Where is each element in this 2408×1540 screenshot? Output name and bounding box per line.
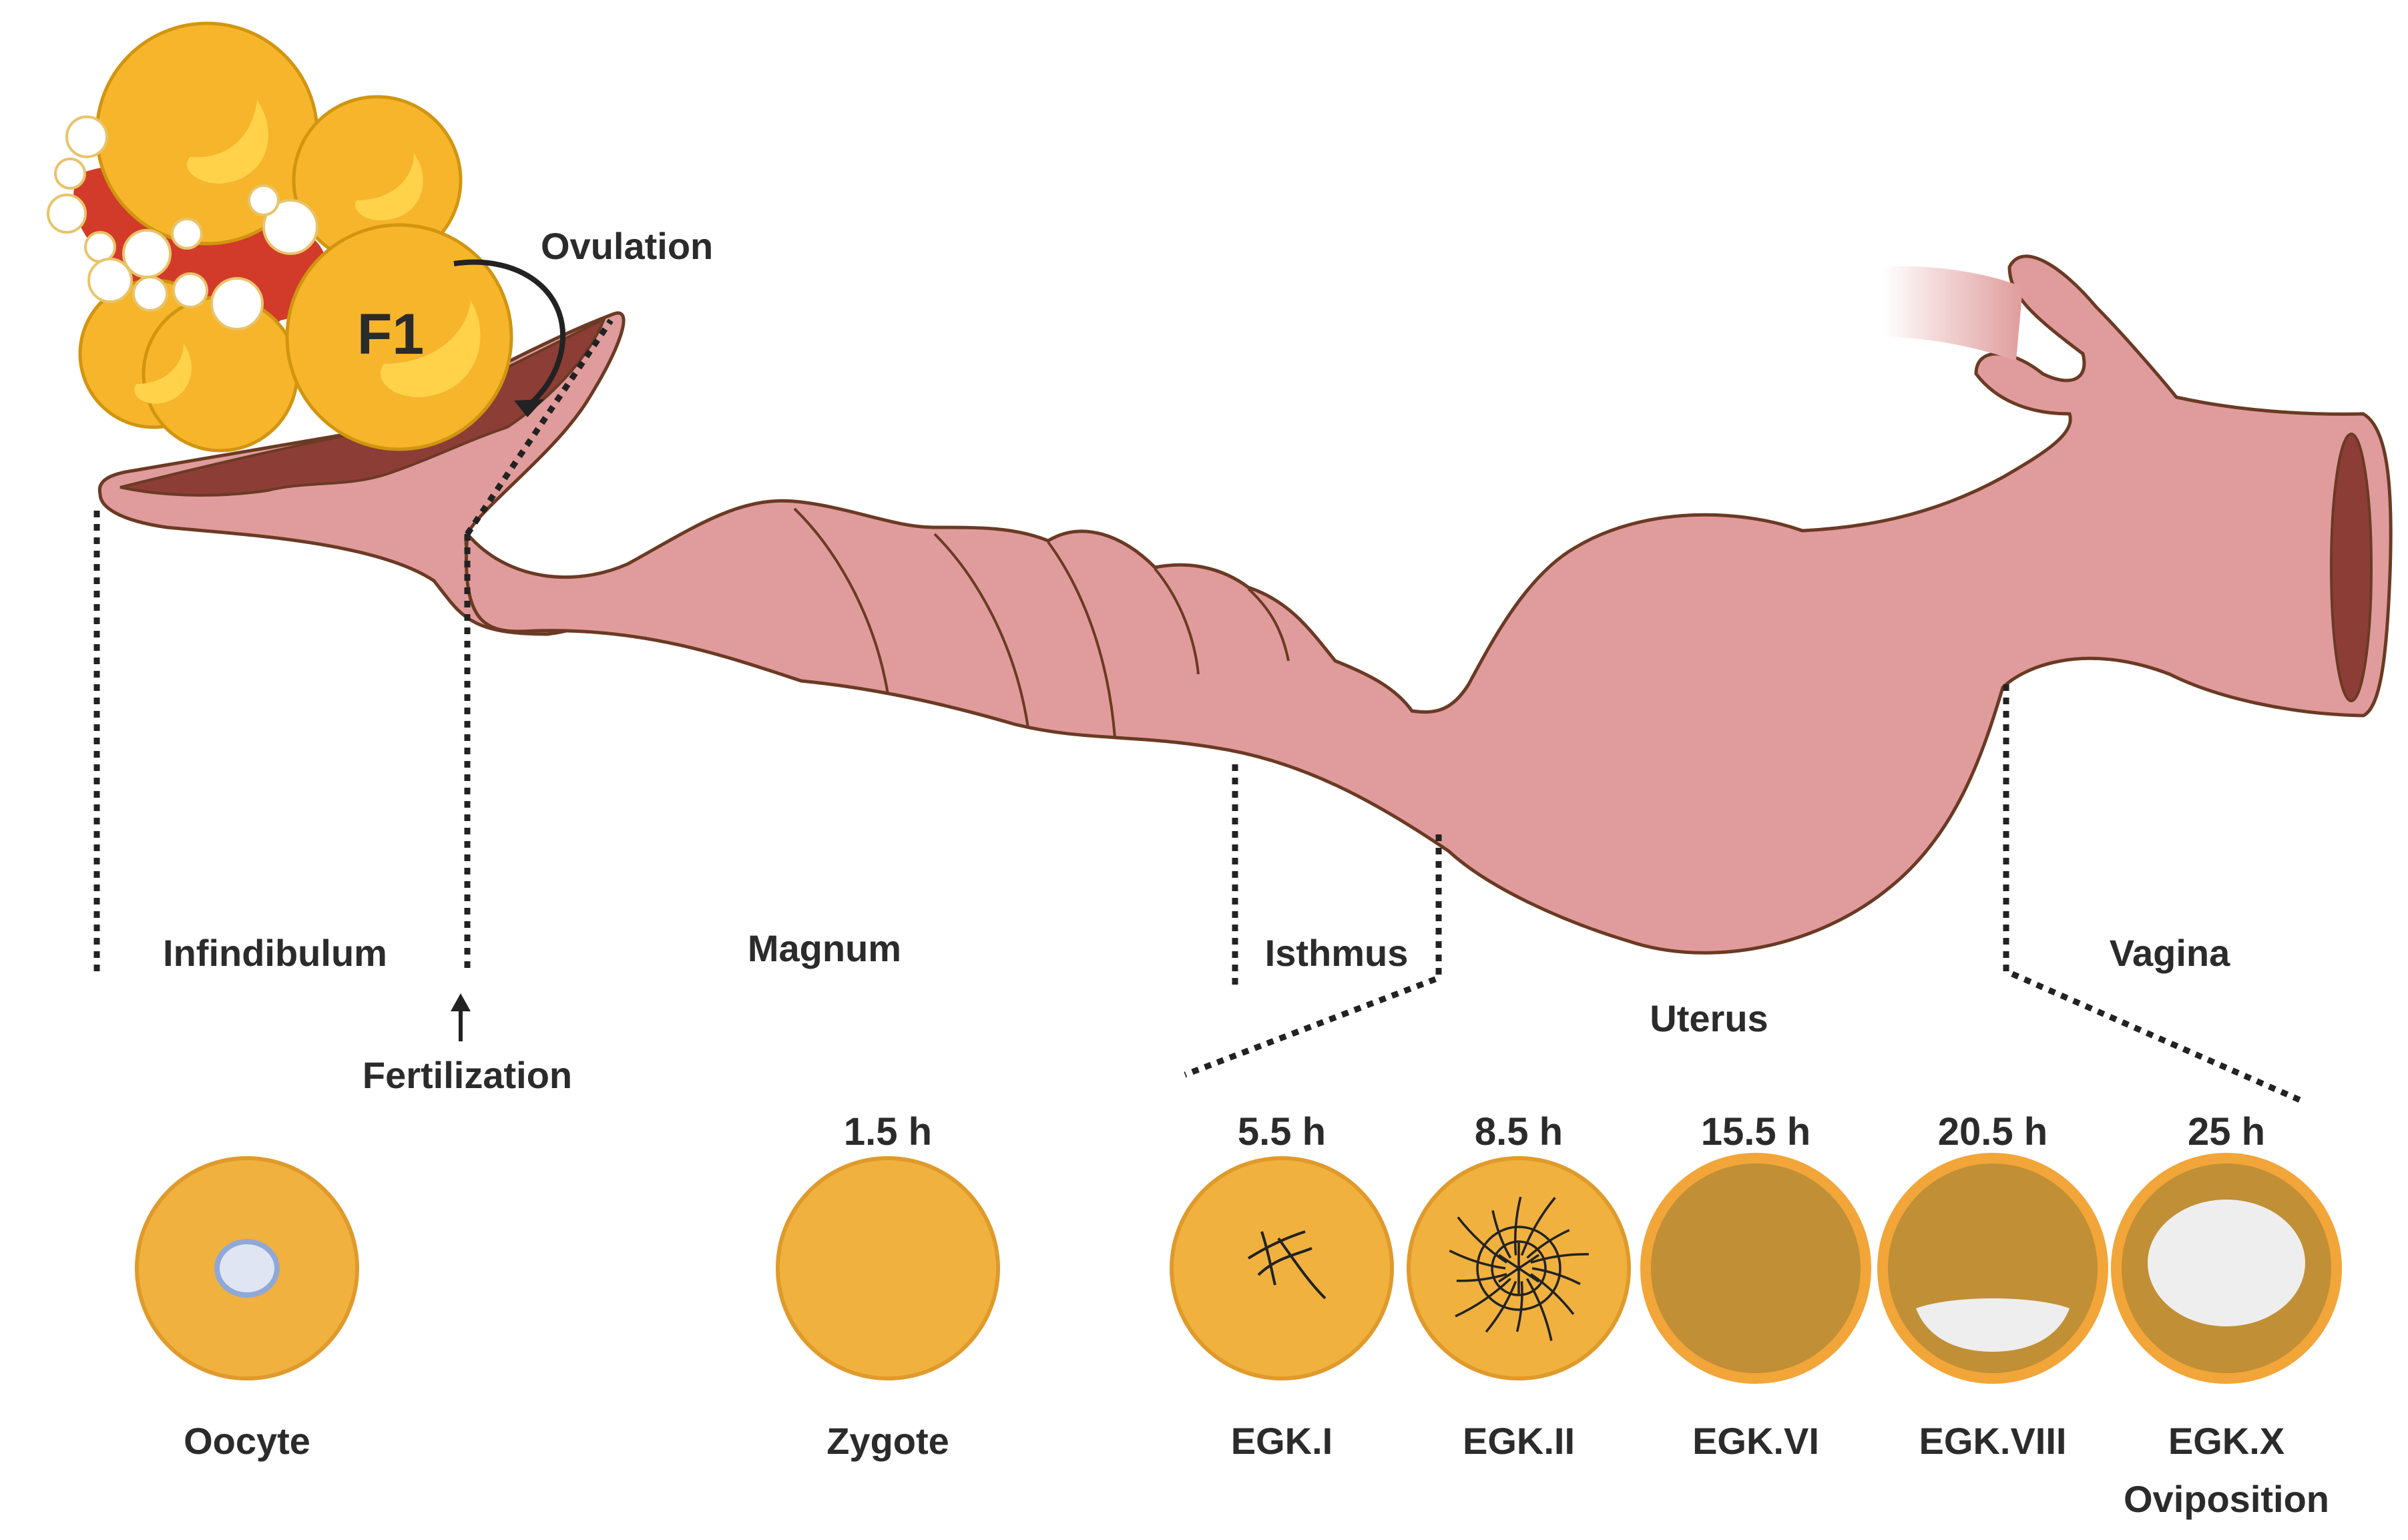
stage-label: EGK.VIII [1919, 1420, 2067, 1462]
twist-line-5 [1247, 587, 1290, 662]
small-follicle [54, 158, 86, 190]
egg-egk6 [1640, 1153, 1871, 1384]
ovulation-arrow [453, 259, 566, 417]
marker-uterus-vagina [2003, 684, 2305, 1105]
stage-time: 15.5 h [1701, 1110, 1811, 1153]
egg-egk1 [1170, 1156, 1394, 1380]
small-follicle [248, 184, 280, 216]
stage-label: Oocyte [184, 1420, 310, 1462]
fertilization-arrow [451, 993, 471, 1041]
small-follicle [84, 231, 116, 263]
cleavage-furrows [1449, 1196, 1589, 1341]
stage-egk2: 8.5 h EGK.II [1407, 1110, 1631, 1462]
stage-time: 1.5 h [844, 1110, 932, 1153]
cleavage-furrows [1247, 1230, 1327, 1300]
vagina-opening [2330, 433, 2373, 702]
stage-sublabel: Oviposition [2124, 1478, 2329, 1520]
stage-egk6: 15.5 h EGK.VI [1640, 1110, 1871, 1462]
small-follicle [262, 199, 318, 255]
oviduct-tube [465, 254, 2393, 955]
marker-isthmus-uterus [1184, 834, 1442, 1078]
small-follicle [87, 258, 133, 303]
stage-zygote: 1.5 h Zygote [776, 1110, 1000, 1462]
small-follicle [172, 272, 208, 308]
small-follicle [132, 276, 168, 312]
small-follicle [122, 229, 172, 278]
stage-oocyte: Oocyte [135, 1156, 359, 1462]
twist-line-2 [933, 533, 1029, 728]
stage-time: 5.5 h [1238, 1110, 1326, 1153]
stage-time: 25 h [2188, 1110, 2265, 1153]
twist-line-3 [1047, 541, 1116, 738]
follicle-f1-label: F1 [357, 302, 424, 366]
duct-fade [1883, 266, 2023, 360]
ovulation-label: Ovulation [541, 225, 713, 267]
follicle-f1 [285, 223, 513, 451]
oviduct [97, 254, 2393, 955]
fertilization-label: Fertilization [363, 1054, 572, 1096]
blastoderm [1916, 1298, 2070, 1352]
egg-zygote [776, 1156, 1000, 1380]
region-label-infundibulum: Infindibulum [163, 932, 387, 974]
follicle-highlight-2 [354, 154, 423, 220]
stage-egk10: 25 h EGK.X Oviposition [2111, 1110, 2342, 1520]
region-label-vagina: Vagina [2110, 932, 2230, 974]
infundibulum-lip [119, 316, 607, 497]
ovary: F1 [47, 21, 513, 453]
region-markers [93, 318, 2305, 1105]
follicle-highlight-3 [134, 344, 192, 404]
follicle-highlight-1 [187, 100, 268, 184]
stage-label: EGK.VI [1692, 1420, 1819, 1462]
region-label-magnum: Magnum [748, 927, 901, 969]
small-follicle [210, 277, 264, 330]
stage-egk8: 20.5 h EGK.VIII [1877, 1110, 2108, 1462]
embryo-stages: Oocyte 1.5 h Zygote 5.5 h EGK.I 8.5 h EGK.II 15… [135, 1110, 2342, 1520]
blastoderm [2148, 1200, 2305, 1326]
stage-time: 20.5 h [1938, 1110, 2048, 1153]
stage-time: 8.5 h [1475, 1110, 1563, 1153]
twist-line-1 [793, 507, 889, 695]
small-follicle [171, 218, 203, 250]
small-follicle [65, 115, 108, 158]
stage-egk1: 5.5 h EGK.I [1170, 1110, 1394, 1462]
marker-funnel-edge [465, 318, 614, 536]
follicle-highlight-4 [381, 300, 481, 397]
stage-label: EGK.X [2168, 1420, 2284, 1462]
twist-line-4 [1154, 567, 1200, 675]
region-label-uterus: Uterus [1650, 997, 1768, 1039]
stage-label: Zygote [826, 1420, 949, 1462]
germinal-disc [214, 1239, 280, 1298]
stage-label: EGK.I [1231, 1420, 1333, 1462]
region-label-isthmus: Isthmus [1265, 932, 1409, 974]
stage-label: EGK.II [1463, 1420, 1575, 1462]
small-follicle [47, 194, 87, 234]
